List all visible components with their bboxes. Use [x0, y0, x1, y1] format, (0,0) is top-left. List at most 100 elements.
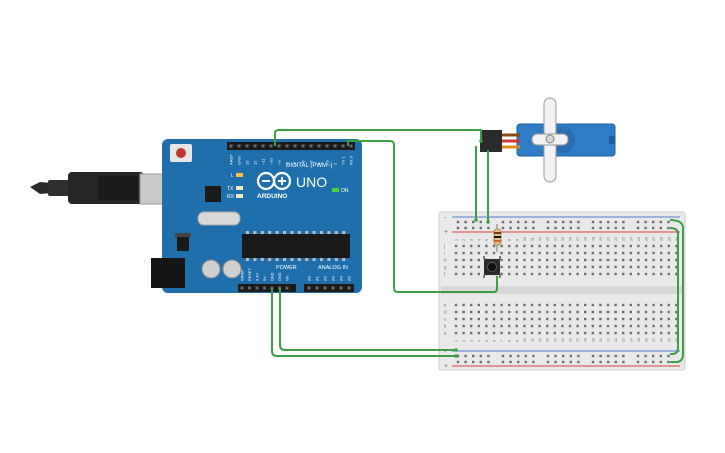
terminal-hole[interactable]	[622, 303, 625, 307]
digital-pin-hole[interactable]	[245, 144, 249, 148]
terminal-hole[interactable]	[576, 303, 579, 307]
terminal-hole[interactable]	[606, 310, 610, 314]
terminal-hole[interactable]	[622, 258, 625, 262]
terminal-hole[interactable]	[660, 310, 663, 314]
terminal-hole[interactable]	[629, 251, 632, 255]
terminal-hole[interactable]	[485, 310, 488, 314]
terminal-hole[interactable]	[606, 324, 610, 328]
rail-hole[interactable]	[644, 354, 647, 358]
terminal-hole[interactable]	[591, 272, 594, 276]
terminal-hole[interactable]	[652, 317, 655, 321]
terminal-hole[interactable]	[470, 303, 473, 307]
terminal-hole[interactable]	[508, 272, 511, 276]
terminal-hole[interactable]	[629, 303, 632, 307]
terminal-hole[interactable]	[568, 310, 572, 314]
rail-hole[interactable]	[524, 226, 527, 230]
terminal-hole[interactable]	[622, 324, 625, 328]
rail-hole[interactable]	[524, 354, 527, 358]
terminal-hole[interactable]	[515, 244, 518, 248]
terminal-hole[interactable]	[652, 265, 655, 269]
rail-hole[interactable]	[546, 226, 550, 230]
analog-pin-hole[interactable]	[339, 286, 343, 290]
terminal-hole[interactable]	[538, 303, 541, 307]
terminal-hole[interactable]	[629, 272, 632, 276]
terminal-hole[interactable]	[485, 244, 488, 248]
rail-hole[interactable]	[509, 360, 512, 364]
terminal-hole[interactable]	[637, 310, 640, 314]
rail-hole[interactable]	[614, 354, 617, 358]
terminal-hole[interactable]	[576, 244, 579, 248]
servo-motor[interactable]	[480, 97, 616, 183]
terminal-hole[interactable]	[644, 303, 648, 307]
rail-hole[interactable]	[479, 360, 482, 364]
terminal-hole[interactable]	[629, 324, 632, 328]
rail-hole[interactable]	[636, 360, 640, 364]
terminal-hole[interactable]	[508, 251, 511, 255]
terminal-hole[interactable]	[576, 310, 579, 314]
rail-hole[interactable]	[607, 226, 610, 230]
terminal-hole[interactable]	[530, 272, 534, 276]
terminal-hole[interactable]	[462, 331, 465, 335]
terminal-hole[interactable]	[508, 244, 511, 248]
terminal-hole[interactable]	[523, 258, 526, 262]
terminal-hole[interactable]	[599, 258, 602, 262]
terminal-hole[interactable]	[546, 317, 549, 321]
terminal-hole[interactable]	[591, 244, 594, 248]
terminal-hole[interactable]	[500, 244, 503, 248]
terminal-hole[interactable]	[667, 272, 670, 276]
terminal-hole[interactable]	[652, 303, 655, 307]
terminal-hole[interactable]	[515, 317, 518, 321]
rail-hole[interactable]	[577, 354, 580, 358]
terminal-hole[interactable]	[523, 244, 526, 248]
terminal-hole[interactable]	[614, 258, 617, 262]
terminal-hole[interactable]	[606, 265, 610, 269]
terminal-hole[interactable]	[561, 251, 564, 255]
terminal-hole[interactable]	[584, 303, 587, 307]
terminal-hole[interactable]	[500, 251, 503, 255]
terminal-hole[interactable]	[568, 324, 572, 328]
wire-gnd-rail[interactable]	[279, 288, 456, 351]
terminal-hole[interactable]	[530, 258, 534, 262]
rail-hole[interactable]	[472, 360, 475, 364]
terminal-hole[interactable]	[584, 331, 587, 335]
rail-hole[interactable]	[591, 220, 595, 224]
terminal-hole[interactable]	[508, 317, 511, 321]
rail-hole[interactable]	[614, 226, 617, 230]
power-pin-hole[interactable]	[255, 286, 259, 290]
terminal-hole[interactable]	[591, 265, 594, 269]
terminal-hole[interactable]	[538, 324, 541, 328]
terminal-hole[interactable]	[591, 324, 594, 328]
terminal-hole[interactable]	[508, 331, 511, 335]
rail-hole[interactable]	[562, 354, 565, 358]
terminal-hole[interactable]	[629, 244, 632, 248]
terminal-hole[interactable]	[652, 310, 655, 314]
terminal-hole[interactable]	[568, 244, 572, 248]
terminal-hole[interactable]	[644, 324, 648, 328]
terminal-hole[interactable]	[637, 265, 640, 269]
rail-hole[interactable]	[659, 220, 662, 224]
terminal-hole[interactable]	[538, 331, 541, 335]
digital-pin-hole[interactable]	[261, 144, 265, 148]
rail-hole[interactable]	[517, 226, 520, 230]
digital-pin-hole[interactable]	[341, 144, 345, 148]
rail-hole[interactable]	[456, 226, 460, 230]
terminal-hole[interactable]	[492, 324, 496, 328]
terminal-hole[interactable]	[553, 331, 556, 335]
terminal-hole[interactable]	[568, 272, 572, 276]
rail-hole[interactable]	[652, 354, 655, 358]
terminal-hole[interactable]	[553, 251, 556, 255]
terminal-hole[interactable]	[477, 251, 480, 255]
terminal-hole[interactable]	[576, 265, 579, 269]
rail-hole[interactable]	[517, 360, 520, 364]
terminal-hole[interactable]	[644, 317, 648, 321]
terminal-hole[interactable]	[576, 317, 579, 321]
terminal-hole[interactable]	[546, 331, 549, 335]
terminal-hole[interactable]	[614, 317, 617, 321]
rail-hole[interactable]	[599, 360, 602, 364]
terminal-hole[interactable]	[675, 265, 678, 269]
terminal-hole[interactable]	[492, 317, 496, 321]
rail-hole[interactable]	[501, 220, 505, 224]
terminal-hole[interactable]	[538, 251, 541, 255]
terminal-hole[interactable]	[606, 272, 610, 276]
terminal-hole[interactable]	[515, 272, 518, 276]
